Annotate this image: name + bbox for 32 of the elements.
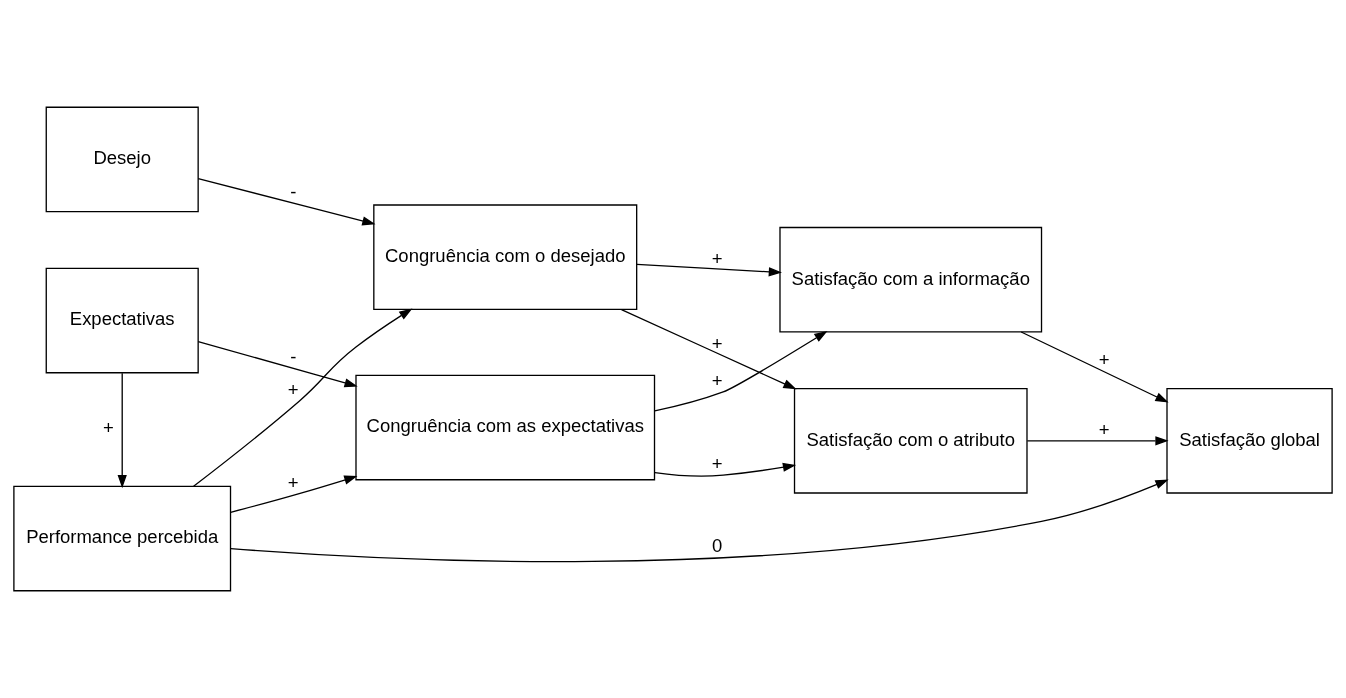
edge-label: + [287,471,299,493]
arrow [117,372,127,489]
edge-label: + [711,248,723,270]
arrow [1026,436,1169,446]
node-box: Congruência com o desejado [373,204,638,311]
edge-label: + [1098,418,1110,440]
arrow [197,178,376,226]
edge-label: - [290,181,297,203]
arrow [1020,331,1169,403]
edge-label: + [711,332,723,354]
edge-label: + [1098,348,1110,370]
arrow [636,263,782,277]
node-box: Satisfação global [1166,387,1333,494]
node-box: Expectativas [45,267,199,374]
node-box: Desejo [45,106,199,213]
edge-label: + [102,417,114,439]
arrow [197,340,358,388]
node-box: Satisfação com a informação [779,226,1043,333]
arrow [620,308,797,390]
edge-label: + [287,379,299,401]
edge-label: 0 [712,535,723,557]
edge-label: + [711,453,723,475]
node-box: Satisfação com o atributo [793,387,1028,494]
arrow [654,462,797,477]
node-box: Congruência com as expectativas [355,374,656,481]
edge-label: - [290,346,297,368]
edge-label: + [711,369,723,391]
arrow [230,475,358,513]
arrow [654,331,828,412]
arrow [230,479,1169,563]
arrow [192,308,413,487]
node-box: Performance percebida [13,485,232,592]
